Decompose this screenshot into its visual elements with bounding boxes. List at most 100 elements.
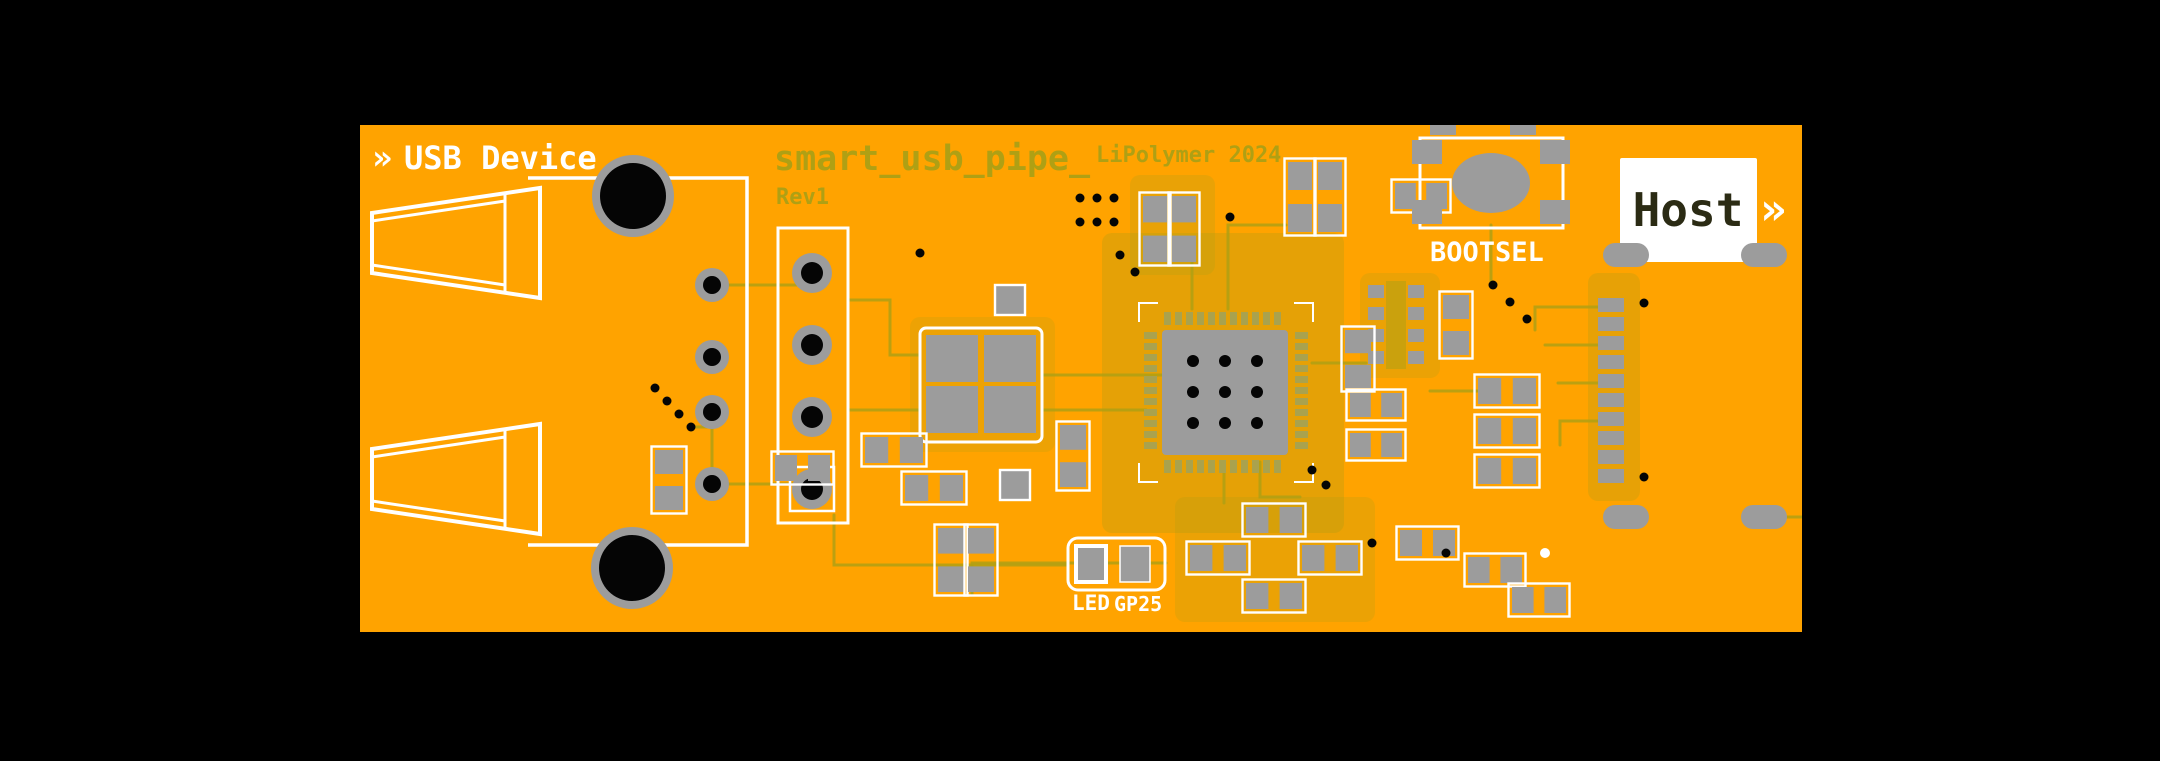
passive-component [1473,373,1541,409]
component-pad [1350,393,1371,417]
component-pad [808,455,830,481]
component-outline [1345,388,1407,422]
copper-traces [688,223,1802,597]
via [1130,267,1140,277]
component-pad [1512,418,1536,444]
component-pad [1478,458,1502,484]
status-led [1066,536,1167,592]
via [1219,417,1231,429]
soic-pin [1408,329,1424,342]
usb-plug-bottom-detail [371,429,507,529]
component-outline [1340,325,1376,393]
shield-pad [1741,505,1787,529]
via [686,422,696,432]
qfn-pin [1186,460,1193,473]
passive-component [770,450,835,486]
qfn-pin [1144,442,1157,449]
button-pad [1540,200,1570,224]
component-outline [1167,191,1201,267]
via [662,396,672,406]
qfn-pin [1295,354,1308,361]
component-pad [1288,204,1312,232]
component-outline [933,523,969,597]
usb-a-pin-pads [695,268,729,501]
via [1187,355,1199,367]
crystal-pad [926,386,978,433]
passive-component [1241,578,1307,614]
passive-component [1345,428,1407,462]
component-pad [1143,196,1167,223]
qfn-pin [1144,365,1157,372]
test-pad [998,468,1032,502]
button-outline [1418,136,1565,230]
qfn-pin [1295,387,1308,394]
mounting-hole-bottom [591,527,673,609]
via [674,409,684,419]
soic-pin [1368,285,1384,298]
test-point [998,468,1032,502]
component-outline [1138,191,1172,267]
button-actuator [1452,153,1530,213]
castellated-pad [1598,412,1624,426]
qfn-pin [1295,431,1308,438]
usb-pin-drill [703,348,721,366]
host-chevron-icon: » [1760,184,1787,235]
passive-component [1345,388,1407,422]
component-pad [1279,507,1302,533]
passive-component [1473,413,1541,449]
component-outline [1185,540,1251,576]
via [1187,386,1199,398]
castellated-pad [1598,450,1624,464]
component-pad [1318,204,1342,232]
button-pad [1412,140,1442,164]
qfn-pin [1295,343,1308,350]
component-pad [938,566,964,592]
header-drill [801,406,823,428]
castellated-pad [1598,393,1624,407]
copper-trace [846,298,922,357]
component-outline [963,523,999,597]
qfn-pin [1263,460,1270,473]
via [1075,193,1085,203]
qfn-pin [1144,409,1157,416]
passive-component [933,523,969,597]
usb-plug-bottom-shape [370,421,542,537]
component-pad [1512,587,1534,613]
qfn-pin [1175,460,1182,473]
passive-component [1507,582,1571,618]
component-pad [865,437,889,463]
component-pad [1381,393,1402,417]
qfn-pin [1144,332,1157,339]
component-outline [1297,540,1363,576]
component-pad [1443,295,1469,319]
via [1075,217,1085,227]
pin-header [776,226,850,525]
qfn-pin [1295,398,1308,405]
via [1109,217,1119,227]
component-outline [1473,413,1541,449]
qfn-pin [1295,420,1308,427]
component-outline [1463,552,1527,588]
usb-plug-top-shape [370,185,542,301]
component-outline [1345,428,1407,462]
led-label: LED [1072,591,1110,615]
component-pad [1400,530,1422,556]
crystal-pad [926,335,978,382]
component-pad [1433,530,1455,556]
component-pad [1060,425,1086,450]
copper-trace [1258,460,1302,499]
component-outline [1507,582,1571,618]
copper-zone [1175,497,1375,622]
qfn-pin [1144,376,1157,383]
castellated-pads [1598,298,1624,483]
component-pad [1381,433,1402,457]
component-pad [905,475,929,501]
qfn-pin [1252,460,1259,473]
crystal-outline [918,326,1044,444]
component-pad [1350,433,1371,457]
component-pad [1279,583,1302,609]
passive-component [1463,552,1527,588]
button-pad [1540,140,1570,164]
qfn-pin [1295,332,1308,339]
passive-component [1395,525,1460,561]
